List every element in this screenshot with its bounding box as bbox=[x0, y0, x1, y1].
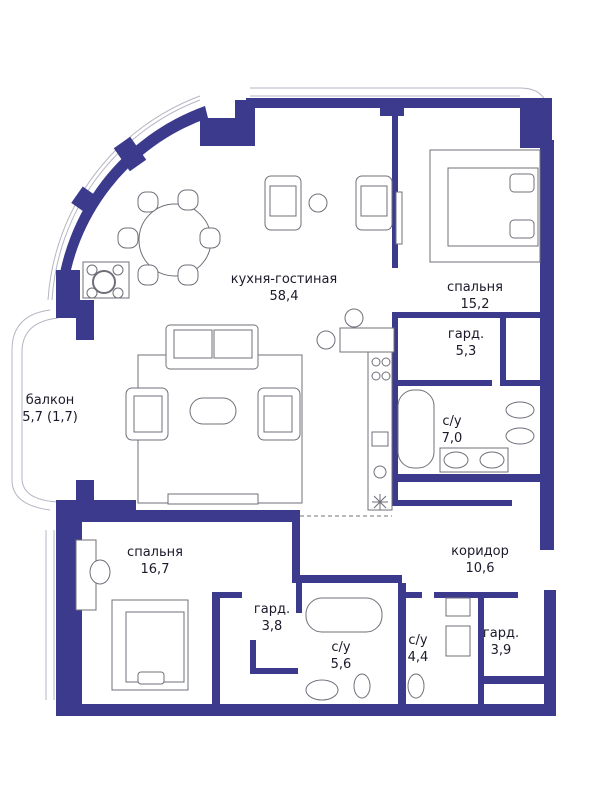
kitchen-sink-icon bbox=[371, 431, 389, 447]
room-labels: кухня-гостиная 58,4 спальня 15,2 гард. 5… bbox=[22, 272, 519, 672]
bath1-fixtures bbox=[397, 389, 535, 473]
bath3-fixtures bbox=[407, 597, 471, 699]
living-area bbox=[125, 324, 303, 505]
room-balcony-area: 5,7 (1,7) bbox=[22, 410, 78, 425]
armchairs-top bbox=[264, 175, 393, 231]
room-closet2-name: гард. bbox=[254, 602, 290, 617]
room-closet3-name: гард. bbox=[483, 626, 519, 641]
kitchen bbox=[316, 308, 395, 511]
bathtub-2 bbox=[305, 597, 383, 633]
room-bath1-area: 7,0 bbox=[442, 431, 463, 446]
room-closet1-name: гард. bbox=[448, 327, 484, 342]
room-bedroom2-area: 16,7 bbox=[141, 562, 170, 577]
dining-set bbox=[117, 189, 221, 286]
sink-icon bbox=[443, 451, 469, 469]
toilet-like-chair bbox=[89, 559, 111, 585]
room-living-area: 58,4 bbox=[270, 289, 299, 304]
windows bbox=[11, 87, 549, 700]
room-corridor-area: 10,6 bbox=[466, 561, 495, 576]
room-closet2-area: 3,8 bbox=[262, 619, 283, 634]
room-bath2-area: 5,6 bbox=[331, 657, 352, 672]
bedroom2-furniture bbox=[75, 539, 189, 691]
kitchen-island bbox=[339, 327, 395, 353]
bath2-fixtures bbox=[305, 597, 383, 701]
room-bath1-name: с/у bbox=[442, 414, 462, 429]
coffee-table bbox=[189, 397, 237, 425]
stove-icon bbox=[371, 357, 391, 381]
kitchen-counter bbox=[367, 351, 393, 511]
room-closet1-area: 5,3 bbox=[456, 344, 477, 359]
room-bedroom2-name: спальня bbox=[127, 545, 183, 560]
room-closet3-area: 3,9 bbox=[491, 643, 512, 658]
fan-icon bbox=[372, 494, 388, 510]
bedroom1-furniture bbox=[395, 149, 541, 263]
tv-stand bbox=[167, 493, 259, 505]
room-bedroom1-name: спальня bbox=[447, 280, 503, 295]
room-living-name: кухня-гостиная bbox=[231, 272, 338, 287]
room-corridor-name: коридор bbox=[451, 544, 509, 559]
room-bath3-area: 4,4 bbox=[408, 650, 429, 665]
room-bedroom1-area: 15,2 bbox=[461, 297, 490, 312]
toilet-icon bbox=[505, 401, 535, 419]
room-bath2-name: с/у bbox=[331, 640, 351, 655]
walls bbox=[56, 98, 556, 716]
bathtub-1 bbox=[397, 389, 435, 469]
plant-icon bbox=[82, 261, 130, 299]
room-balcony-name: балкон bbox=[26, 393, 75, 408]
tv-panel bbox=[395, 191, 403, 245]
room-bath3-name: с/у bbox=[408, 633, 428, 648]
